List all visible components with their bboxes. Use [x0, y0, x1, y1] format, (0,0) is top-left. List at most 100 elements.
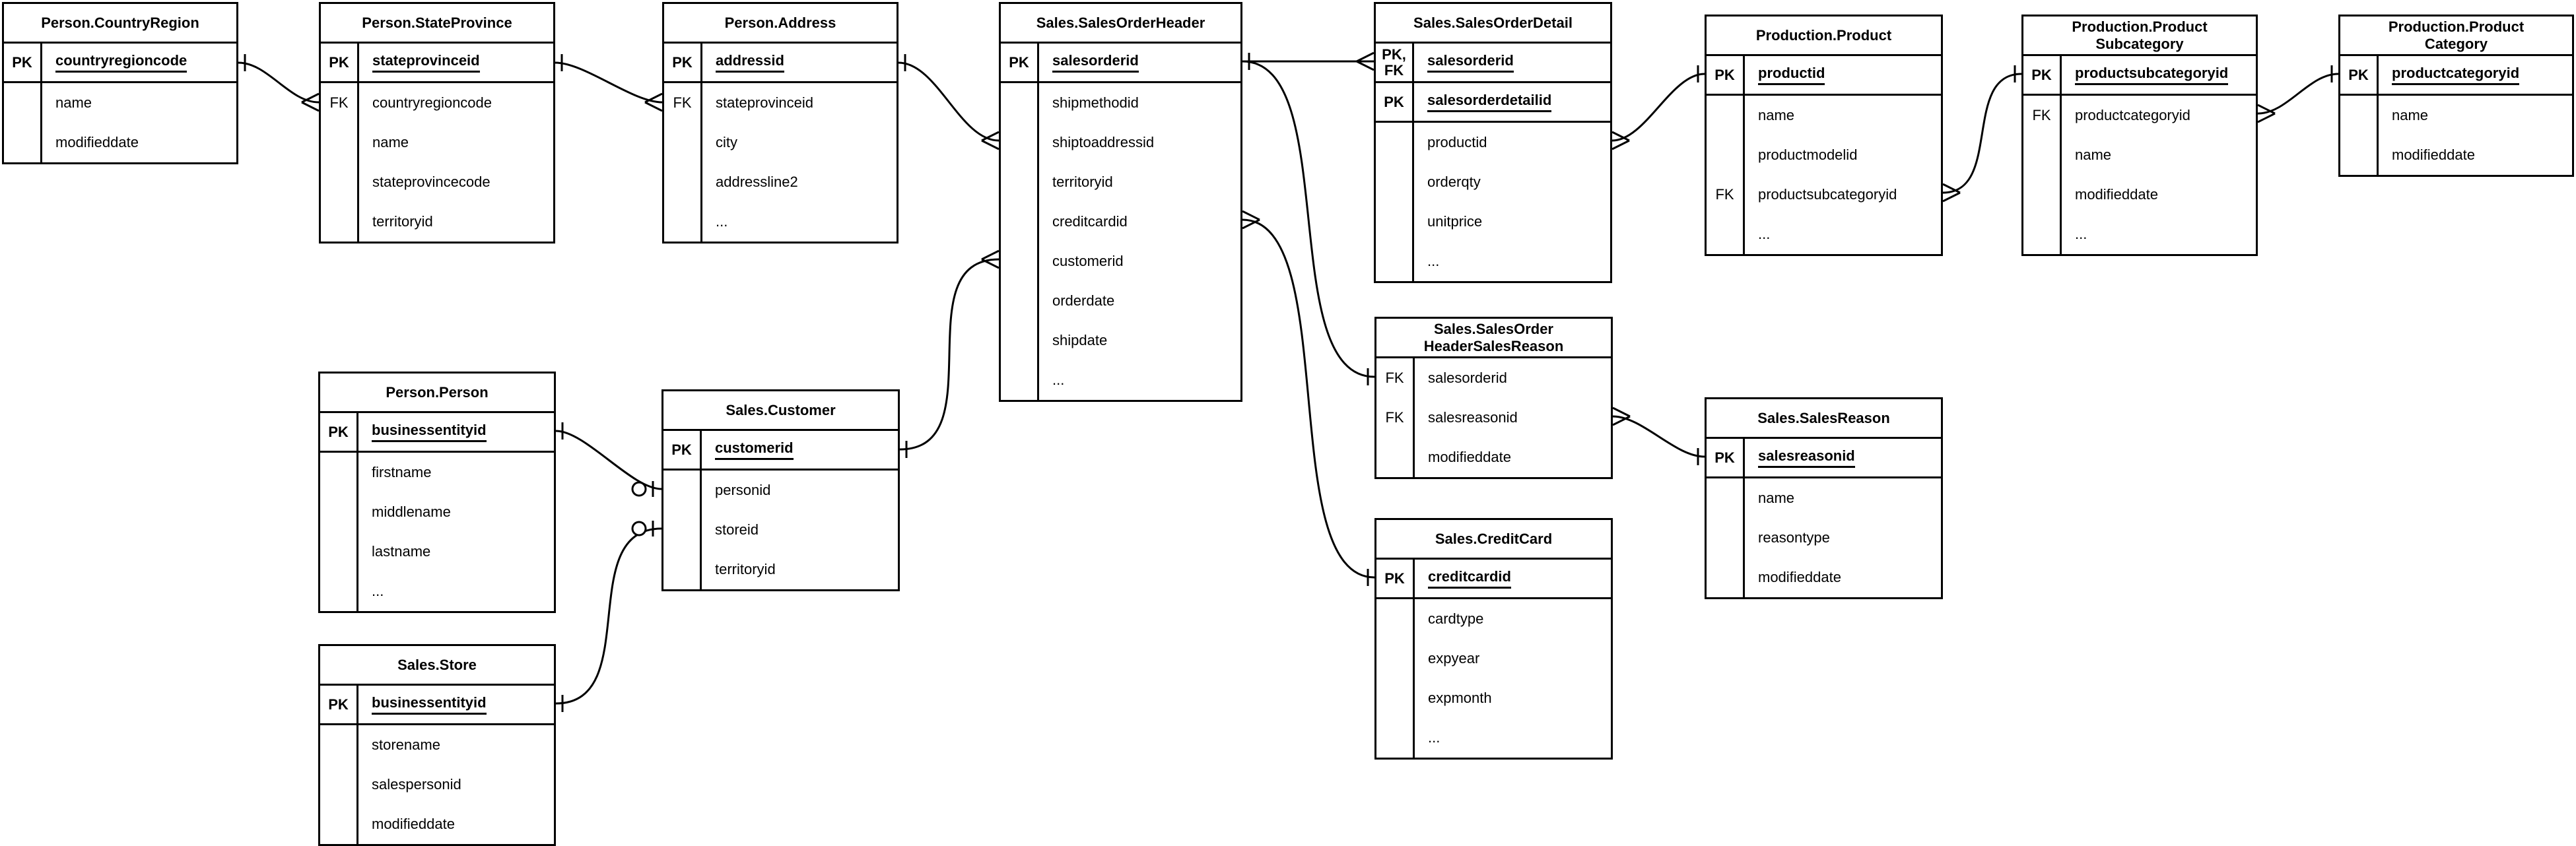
- relationship-sales-salesorderheader-sales-salesorderheadersalesreason[interactable]: [1242, 53, 1375, 385]
- key-badge: [320, 532, 358, 571]
- field-row-modifieddate: modifieddate: [1376, 438, 1611, 477]
- field-name: addressid: [702, 44, 897, 81]
- field-row-name: name: [2340, 96, 2572, 135]
- key-badge: [1707, 96, 1745, 135]
- field-name: modifieddate: [1758, 569, 1841, 585]
- field-name: creditcardid: [1415, 560, 1611, 597]
- key-badge: [1376, 123, 1414, 162]
- field-name: productsubcategoryid: [1758, 186, 1897, 203]
- field-name: personid: [715, 482, 771, 498]
- key-badge: PK: [1001, 44, 1039, 81]
- entity-title: Person.Person: [320, 374, 554, 413]
- relationship-sales-customer-sales-salesorderheader[interactable]: [899, 249, 1000, 458]
- field-row-shipdate: shipdate: [1001, 321, 1240, 360]
- relationship-person-stateprovince-person-address[interactable]: [555, 54, 663, 112]
- field-name: stateprovinceid: [359, 44, 553, 81]
- field-row-creditcardid: creditcardid: [1001, 202, 1240, 242]
- entity-title: Person.CountryRegion: [4, 4, 236, 44]
- key-badge: [1376, 678, 1415, 718]
- field-row-addressline2: addressline2: [664, 162, 897, 202]
- relationship-sales-salesorderheader-sales-creditcard[interactable]: [1242, 210, 1375, 586]
- key-badge: PK: [2340, 56, 2379, 94]
- field-name: productcategoryid: [2075, 107, 2190, 123]
- field-row-name: name: [1707, 96, 1941, 135]
- key-badge: [2023, 175, 2062, 214]
- key-badge: [1376, 242, 1414, 281]
- field-name: cardtype: [1428, 610, 1484, 627]
- key-badge: [1001, 360, 1039, 400]
- entity-title: Production.Product Subcategory: [2023, 16, 2256, 56]
- entity-title: Sales.CreditCard: [1376, 520, 1611, 560]
- field-name: reasontype: [1758, 529, 1830, 546]
- key-badge: [1001, 162, 1039, 202]
- relationship-sales-salesorderheadersalesreason-sales-salesreason[interactable]: [1612, 407, 1705, 465]
- key-badge: [2340, 96, 2379, 135]
- key-badge: FK: [2023, 96, 2062, 135]
- field-row-firstname: firstname: [320, 453, 554, 492]
- relationship-person-person-sales-customer[interactable]: [555, 422, 662, 497]
- pk-field-name: salesorderdetailid: [1427, 92, 1552, 112]
- key-badge: PK: [664, 44, 702, 81]
- field-name: productsubcategoryid: [2062, 56, 2256, 94]
- key-badge: [1707, 558, 1745, 597]
- field-row-customerid: customerid: [1001, 242, 1240, 281]
- key-badge: PK, FK: [1376, 44, 1414, 81]
- field-name: modifieddate: [55, 134, 139, 150]
- field-name: shipmethodid: [1052, 94, 1139, 111]
- key-badge: PK: [1707, 439, 1745, 476]
- field-name: ...: [1428, 729, 1441, 746]
- field-name: customerid: [1052, 253, 1124, 269]
- field-row-productsubcategoryid: FK productsubcategoryid: [1707, 175, 1941, 214]
- field-row-modifieddate: modifieddate: [320, 804, 554, 844]
- field-name: shiptoaddressid: [1052, 134, 1155, 150]
- relationship-sales-store-sales-customer[interactable]: [555, 521, 662, 712]
- key-badge: [2023, 135, 2062, 175]
- key-badge: FK: [1707, 175, 1745, 214]
- field-name: name: [2075, 146, 2112, 163]
- field-name: stateprovinceid: [716, 94, 813, 111]
- relationship-production-productsubcategory-production-productcategory[interactable]: [2257, 65, 2339, 123]
- pk-field-name: stateprovinceid: [372, 52, 480, 73]
- field-name: businessentityid: [358, 686, 554, 723]
- field-row-modifieddate: modifieddate: [2340, 135, 2572, 175]
- key-badge: FK: [321, 83, 359, 123]
- field-row-territoryid: territoryid: [663, 550, 898, 589]
- key-badge: [1707, 518, 1745, 558]
- relationship-person-countryregion-person-stateprovince[interactable]: [238, 54, 320, 112]
- field-row-modifieddate: modifieddate: [4, 123, 236, 162]
- key-badge: [1707, 214, 1745, 254]
- key-badge: [4, 123, 42, 162]
- field-name: productid: [1427, 134, 1487, 150]
- field-row-orderqty: orderqty: [1376, 162, 1610, 202]
- key-badge: PK: [320, 686, 358, 723]
- field-name: ...: [716, 213, 728, 230]
- relationship-sales-salesorderdetail-production-product[interactable]: [1611, 65, 1705, 150]
- key-badge: PK: [1376, 83, 1414, 121]
- field-row-territoryid: territoryid: [1001, 162, 1240, 202]
- field-row-name: name: [2023, 135, 2256, 175]
- field-name: countryregioncode: [42, 44, 236, 81]
- relationship-production-product-production-productsubcategory[interactable]: [1942, 65, 2022, 203]
- pk-field-name: productid: [1758, 65, 1825, 85]
- key-badge: [664, 202, 702, 242]
- relationship-person-address-sales-salesorderheader[interactable]: [898, 54, 1000, 150]
